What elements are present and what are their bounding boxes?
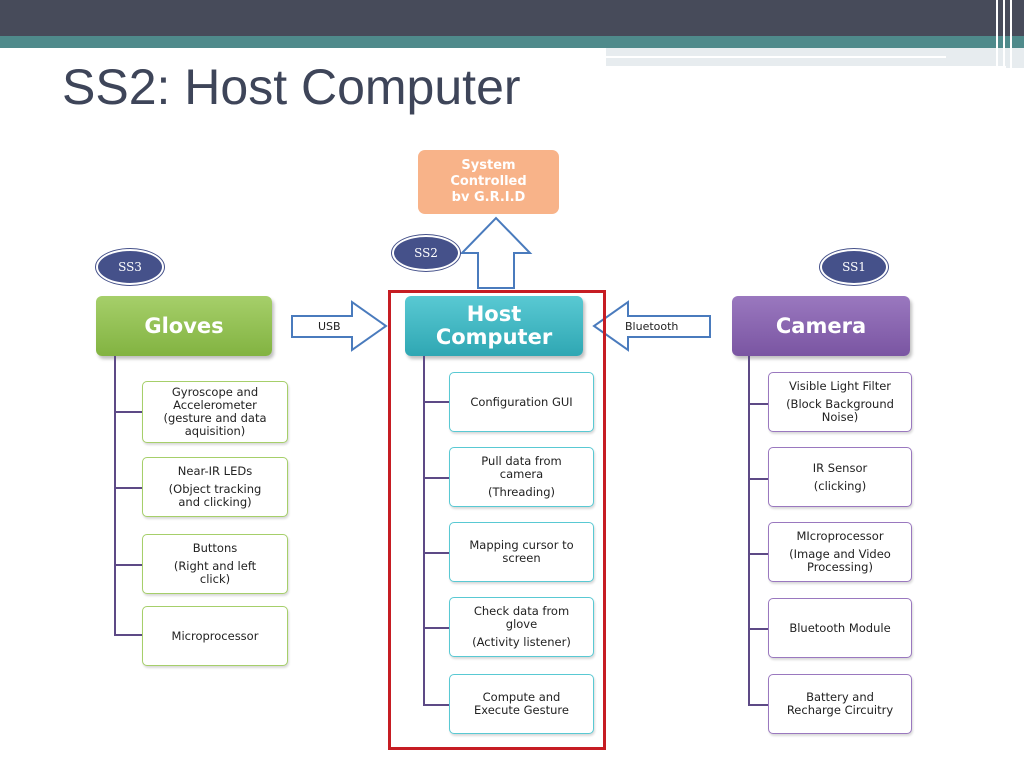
item-line: Check data from [473,604,570,618]
item-line: Recharge Circuitry [786,703,894,717]
gloves-branch [114,564,142,566]
item-line: click) [199,572,231,586]
header-stripe [1010,0,1012,72]
item-line: Execute Gesture [474,703,569,717]
host-item-pull-data: Pull data from camera (Threading) [449,447,594,507]
system-box-line: bv G.R.I.D [451,190,526,205]
host-branch [423,401,449,403]
gloves-item-near-ir-leds: Near-IR LEDs (Object tracking and clicki… [142,457,288,517]
host-label-line: Host [466,302,522,326]
system-controlled-box: System Controlled bv G.R.I.D [418,150,559,214]
item-line: glove [505,617,538,631]
item-line: (Block Background [786,397,894,411]
host-branch [423,477,449,479]
host-branch [423,704,449,706]
system-box-line: System [461,158,516,173]
gloves-connector [114,356,116,636]
host-connector [423,356,425,706]
header-accent-bar [0,36,1024,48]
camera-item-battery: Battery and Recharge Circuitry [768,674,912,734]
usb-arrow-icon [291,300,388,352]
camera-branch [748,704,768,706]
gloves-branch [114,634,142,636]
item-line: Battery and [806,690,874,704]
badge-ss1: SS1 [820,249,888,285]
gloves-category: Gloves [96,296,272,356]
item-line: (Image and Video [789,547,891,561]
item-line: IR Sensor [812,460,868,475]
camera-branch [748,628,768,630]
gloves-item-gyroscope: Gyroscope and Accelerometer (gesture and… [142,381,288,443]
item-line: Noise) [821,410,859,424]
gloves-item-buttons: Buttons (Right and left click) [142,534,288,594]
camera-branch [748,553,768,555]
host-item-compute-gesture: Compute and Execute Gesture [449,674,594,734]
item-line: Processing) [807,560,873,574]
header-stripe [996,0,998,72]
item-line: (gesture and data [163,411,267,425]
item-line: (clicking) [813,478,867,493]
host-item-configuration-gui: Configuration GUI [449,372,594,432]
item-line: Mapping cursor to [469,538,574,552]
item-line: (Object tracking [168,482,262,496]
item-line: Compute and [482,690,561,704]
item-line: Near-IR LEDs [177,464,253,478]
item-line: aquisition) [184,424,246,438]
gloves-branch [114,487,142,489]
header-line [606,56,946,58]
item-line: and clicking) [178,495,252,509]
host-branch [423,627,449,629]
badge-ss3: SS3 [96,249,164,285]
camera-item-ir-sensor: IR Sensor (clicking) [768,447,912,507]
gloves-branch [114,411,142,413]
item-line: (Activity listener) [472,635,571,649]
header-stripe [1003,0,1005,72]
slide-title: SS2: Host Computer [62,59,521,115]
camera-category: Camera [732,296,910,356]
item-line: MIcroprocessor [796,529,884,543]
camera-item-bluetooth-module: Bluetooth Module [768,598,912,658]
host-item-mapping-cursor: Mapping cursor to screen [449,522,594,582]
gloves-item-microprocessor: Microprocessor [142,606,288,666]
system-box-line: Controlled [450,174,527,189]
item-line: screen [502,551,541,565]
badge-ss2: SS2 [392,235,460,271]
header-bar [0,0,1024,36]
host-computer-category: Host Computer [405,296,583,356]
item-line: (Right and left [173,559,257,573]
highlight-frame [388,290,606,750]
item-line: Gyroscope and [171,385,259,399]
usb-label: USB [318,320,341,333]
item-line: camera [499,467,544,481]
item-line: Visible Light Filter [788,379,892,393]
item-line: (Threading) [488,485,555,499]
header-accent-panel [606,48,1024,68]
host-branch [423,552,449,554]
camera-branch [748,478,768,480]
up-arrow-icon [459,216,533,289]
item-line: Pull data from [481,454,562,468]
item-line: Accelerometer [173,398,257,412]
camera-item-visible-light-filter: Visible Light Filter (Block Background N… [768,372,912,432]
host-item-check-data: Check data from glove (Activity listener… [449,597,594,657]
camera-connector [748,356,750,706]
item-line: Buttons [192,541,238,555]
bluetooth-label: Bluetooth [625,320,679,333]
camera-item-microprocessor: MIcroprocessor (Image and Video Processi… [768,522,912,582]
bluetooth-arrow-icon [592,300,711,352]
camera-branch [748,403,768,405]
header-line [606,66,1006,68]
host-label-line: Computer [435,325,553,349]
